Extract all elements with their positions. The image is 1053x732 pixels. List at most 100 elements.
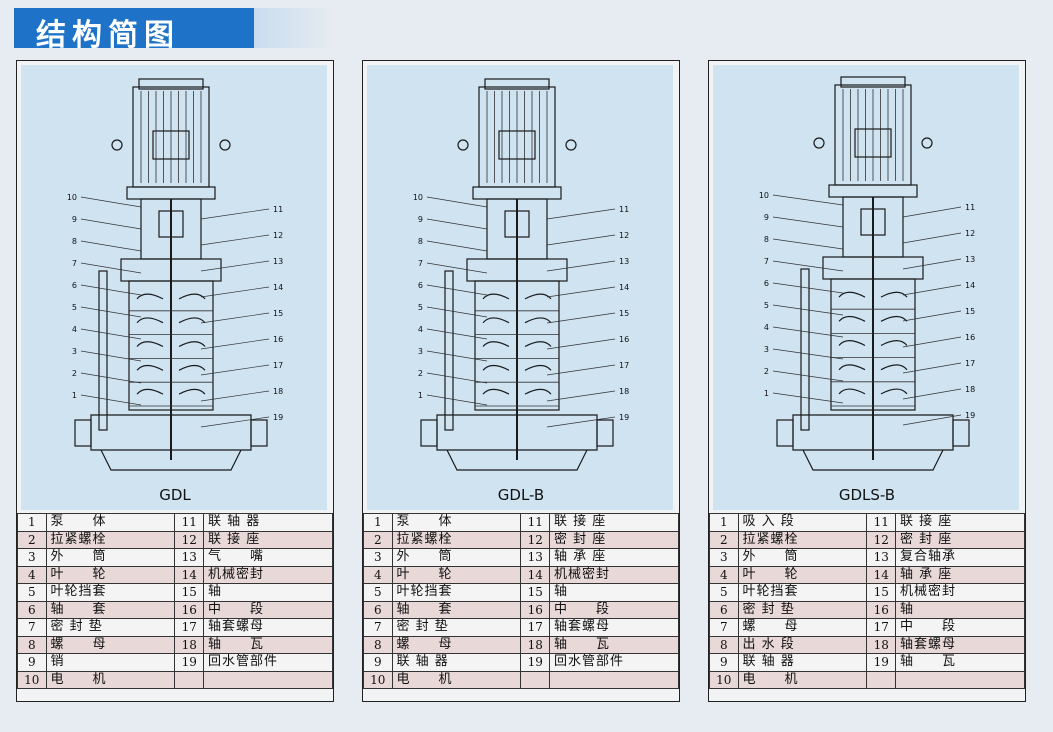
part-name: 电 机 [391, 670, 522, 689]
part-number: 7 [17, 618, 47, 637]
svg-text:5: 5 [72, 303, 77, 312]
part-number: 2 [363, 530, 393, 549]
model-label: GDLS-B [838, 486, 896, 504]
svg-text:1: 1 [72, 391, 77, 400]
svg-text:14: 14 [273, 283, 283, 292]
part-name: 轴 承 座 [549, 548, 679, 567]
svg-text:6: 6 [72, 281, 77, 290]
part-name: 联 接 座 [203, 530, 333, 549]
part-number: 5 [17, 583, 47, 602]
part-name: 密 封 座 [549, 530, 679, 549]
svg-text:7: 7 [764, 257, 769, 266]
part-number: 4 [363, 565, 393, 584]
motor-shape [457, 78, 577, 200]
part-number: 17 [174, 618, 205, 637]
svg-text:3: 3 [764, 345, 769, 354]
part-number: 19 [174, 653, 205, 672]
svg-text:15: 15 [965, 307, 975, 316]
part-name: 回水管部件 [203, 653, 333, 672]
part-number: 14 [520, 565, 551, 584]
part-number: 17 [866, 618, 897, 637]
svg-text:10: 10 [413, 193, 423, 202]
part-number: 1 [17, 513, 47, 532]
svg-text:13: 13 [273, 257, 283, 266]
part-number: 14 [174, 565, 205, 584]
part-number: 14 [866, 565, 897, 584]
tie-rod-shape [98, 270, 108, 431]
part-number: 5 [709, 583, 739, 602]
svg-text:19: 19 [273, 413, 283, 422]
svg-text:2: 2 [764, 367, 769, 376]
svg-text:1: 1 [418, 391, 423, 400]
part-name: 机械密封 [549, 565, 679, 584]
part-number: 18 [174, 635, 205, 654]
motor-shape [111, 78, 231, 200]
svg-text:8: 8 [764, 235, 769, 244]
part-name: 轴 瓦 [895, 653, 1025, 672]
part-name: 轴 套 [45, 600, 176, 619]
part-name: 电 机 [737, 670, 868, 689]
part-name: 中 段 [203, 600, 333, 619]
part-number: 19 [866, 653, 897, 672]
part-name: 轴 瓦 [203, 635, 333, 654]
part-number: 9 [363, 653, 393, 672]
part-name [895, 670, 1025, 689]
stages-shape [830, 278, 916, 411]
svg-text:5: 5 [764, 301, 769, 310]
part-number: 18 [520, 635, 551, 654]
part-number: 15 [866, 583, 897, 602]
part-name [203, 670, 333, 689]
part-name: 中 段 [549, 600, 679, 619]
part-name: 叶 轮 [391, 565, 522, 584]
svg-text:18: 18 [619, 387, 629, 396]
part-number: 7 [709, 618, 739, 637]
part-name: 气 嘴 [203, 548, 333, 567]
stages-shape [474, 280, 560, 411]
part-number [866, 670, 897, 689]
motor-shape [813, 76, 933, 198]
model-label: GDL-B [497, 486, 545, 504]
pump-body-shape [776, 414, 970, 471]
pump-body-shape [74, 414, 268, 471]
part-name: 叶轮挡套 [391, 583, 522, 602]
part-number: 11 [520, 513, 551, 532]
part-name: 叶 轮 [737, 565, 868, 584]
svg-text:12: 12 [619, 231, 629, 240]
svg-text:19: 19 [619, 413, 629, 422]
part-number: 4 [17, 565, 47, 584]
part-name: 密 封 座 [895, 530, 1025, 549]
part-number: 8 [709, 635, 739, 654]
part-name: 轴 [203, 583, 333, 602]
part-name: 密 封 垫 [45, 618, 176, 637]
part-number: 12 [866, 530, 897, 549]
svg-text:4: 4 [418, 325, 423, 334]
tie-rod-shape [444, 270, 454, 431]
part-number: 9 [709, 653, 739, 672]
part-number: 15 [520, 583, 551, 602]
part-number: 9 [17, 653, 47, 672]
svg-text:2: 2 [72, 369, 77, 378]
part-number: 2 [17, 530, 47, 549]
part-number: 13 [520, 548, 551, 567]
